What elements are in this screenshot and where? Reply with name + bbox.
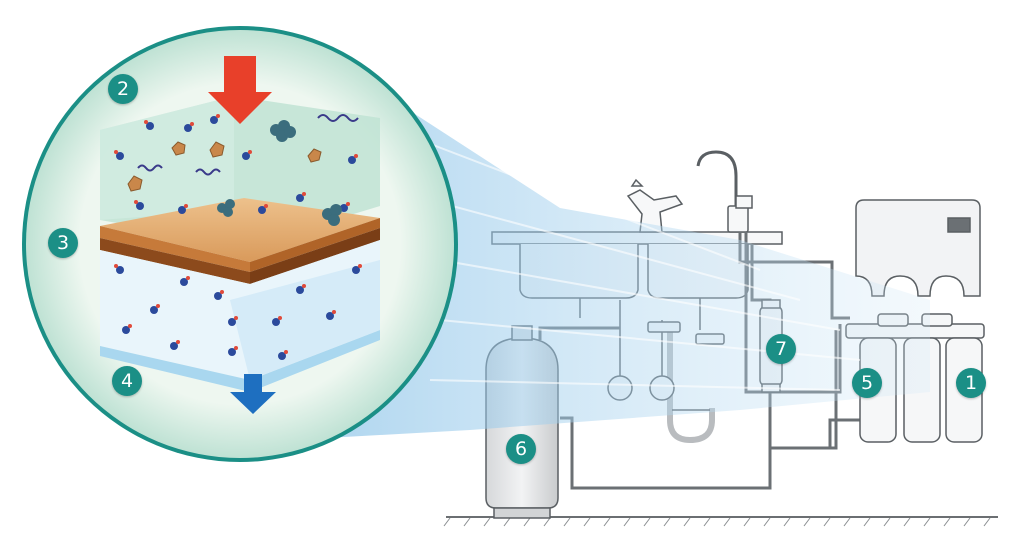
contaminant-icon [127,141,322,192]
callout-1: 1 [956,368,986,398]
callout-3: 3 [48,228,78,258]
membrane-cover [855,199,981,297]
callout-2: 2 [108,74,138,104]
membrane-surface [100,198,380,262]
callout-6: 6 [506,434,536,464]
down-arrow-icon-red [208,56,272,124]
bacteria-cluster-icon [217,120,342,226]
dissolved-particles [137,114,359,176]
callout-5: 5 [852,368,882,398]
down-arrow-icon-blue [230,374,276,414]
magnifier-lens [22,26,458,462]
water-molecule-icon [114,114,362,360]
callout-4: 4 [112,366,142,396]
callout-7: 7 [766,334,796,364]
